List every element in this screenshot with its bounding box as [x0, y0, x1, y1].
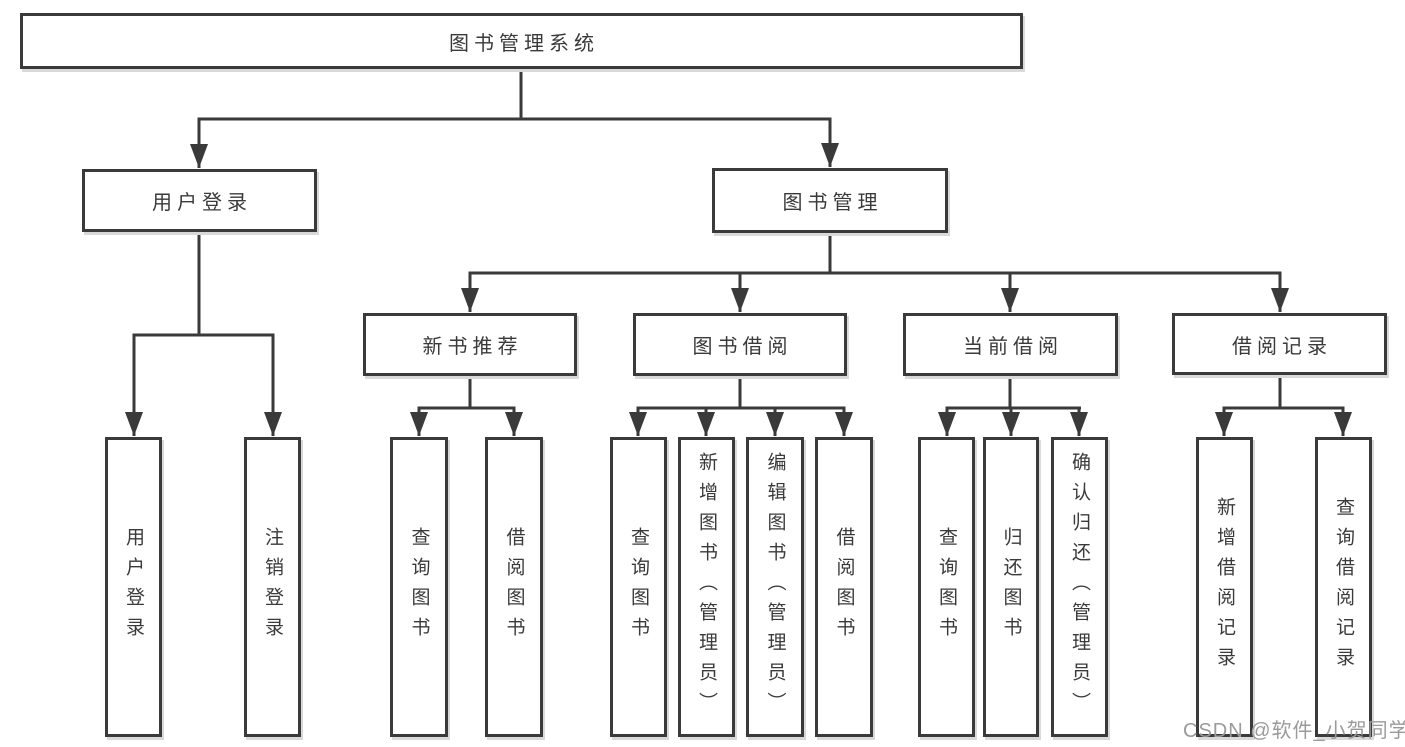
leaf-query-borrow-record: 查询借阅记录 — [1315, 437, 1372, 737]
node-book-management-label: 图书管理 — [782, 192, 883, 214]
leaf-logout-label: 注销登录 — [262, 527, 283, 647]
node-borrow-record-label: 借阅记录 — [1232, 335, 1332, 358]
leaf-borrow-books: 借阅图书 — [815, 437, 873, 737]
leaf-user-login: 用户登录 — [105, 437, 162, 737]
leaf-recommend-query-books: 查询图书 — [390, 437, 448, 737]
node-new-book-recommend-label: 新书推荐 — [422, 336, 523, 358]
leaf-return-books: 归还图书 — [983, 437, 1039, 737]
leaf-confirm-return-admin: 确认归还（管理员） — [1051, 437, 1108, 737]
leaf-recommend-query-books-label: 查询图书 — [408, 527, 430, 647]
leaf-borrow-books-label: 借阅图书 — [833, 527, 855, 647]
node-book-borrow-label: 图书借阅 — [692, 336, 793, 358]
node-root-label: 图书管理系统 — [449, 32, 599, 55]
leaf-add-books-admin: 新增图书（管理员） — [678, 437, 735, 737]
leaf-query-borrow-record-label: 查询借阅记录 — [1333, 497, 1354, 677]
node-borrow-record: 借阅记录 — [1172, 313, 1387, 375]
leaf-borrow-query-books: 查询图书 — [610, 437, 667, 737]
leaf-current-query-books: 查询图书 — [918, 437, 975, 737]
leaf-confirm-return-admin-label: 确认归还（管理员） — [1069, 452, 1090, 722]
leaf-add-borrow-record: 新增借阅记录 — [1196, 437, 1253, 737]
leaf-recommend-borrow-books-label: 借阅图书 — [503, 527, 525, 647]
leaf-borrow-query-books-label: 查询图书 — [628, 527, 649, 647]
leaf-current-query-books-label: 查询图书 — [936, 527, 957, 647]
node-book-management: 图书管理 — [712, 168, 948, 233]
node-new-book-recommend: 新书推荐 — [363, 313, 577, 376]
leaf-return-books-label: 归还图书 — [1000, 527, 1022, 647]
leaf-logout: 注销登录 — [244, 437, 301, 737]
leaf-edit-books-admin-label: 编辑图书（管理员） — [764, 452, 786, 722]
node-user-login-label: 用户登录 — [152, 192, 252, 214]
leaf-edit-books-admin: 编辑图书（管理员） — [746, 437, 804, 737]
node-current-borrow-label: 当前借阅 — [963, 336, 1063, 358]
node-book-borrow: 图书借阅 — [633, 313, 847, 376]
node-user-login: 用户登录 — [82, 169, 317, 232]
leaf-recommend-borrow-books: 借阅图书 — [485, 437, 543, 737]
node-root: 图书管理系统 — [20, 13, 1023, 69]
leaf-add-books-admin-label: 新增图书（管理员） — [696, 452, 717, 722]
node-current-borrow: 当前借阅 — [903, 313, 1118, 376]
watermark-text: CSDN @软件_小贺同学 — [1183, 720, 1405, 742]
leaf-add-borrow-record-label: 新增借阅记录 — [1214, 497, 1235, 677]
leaf-user-login-label: 用户登录 — [123, 527, 144, 647]
